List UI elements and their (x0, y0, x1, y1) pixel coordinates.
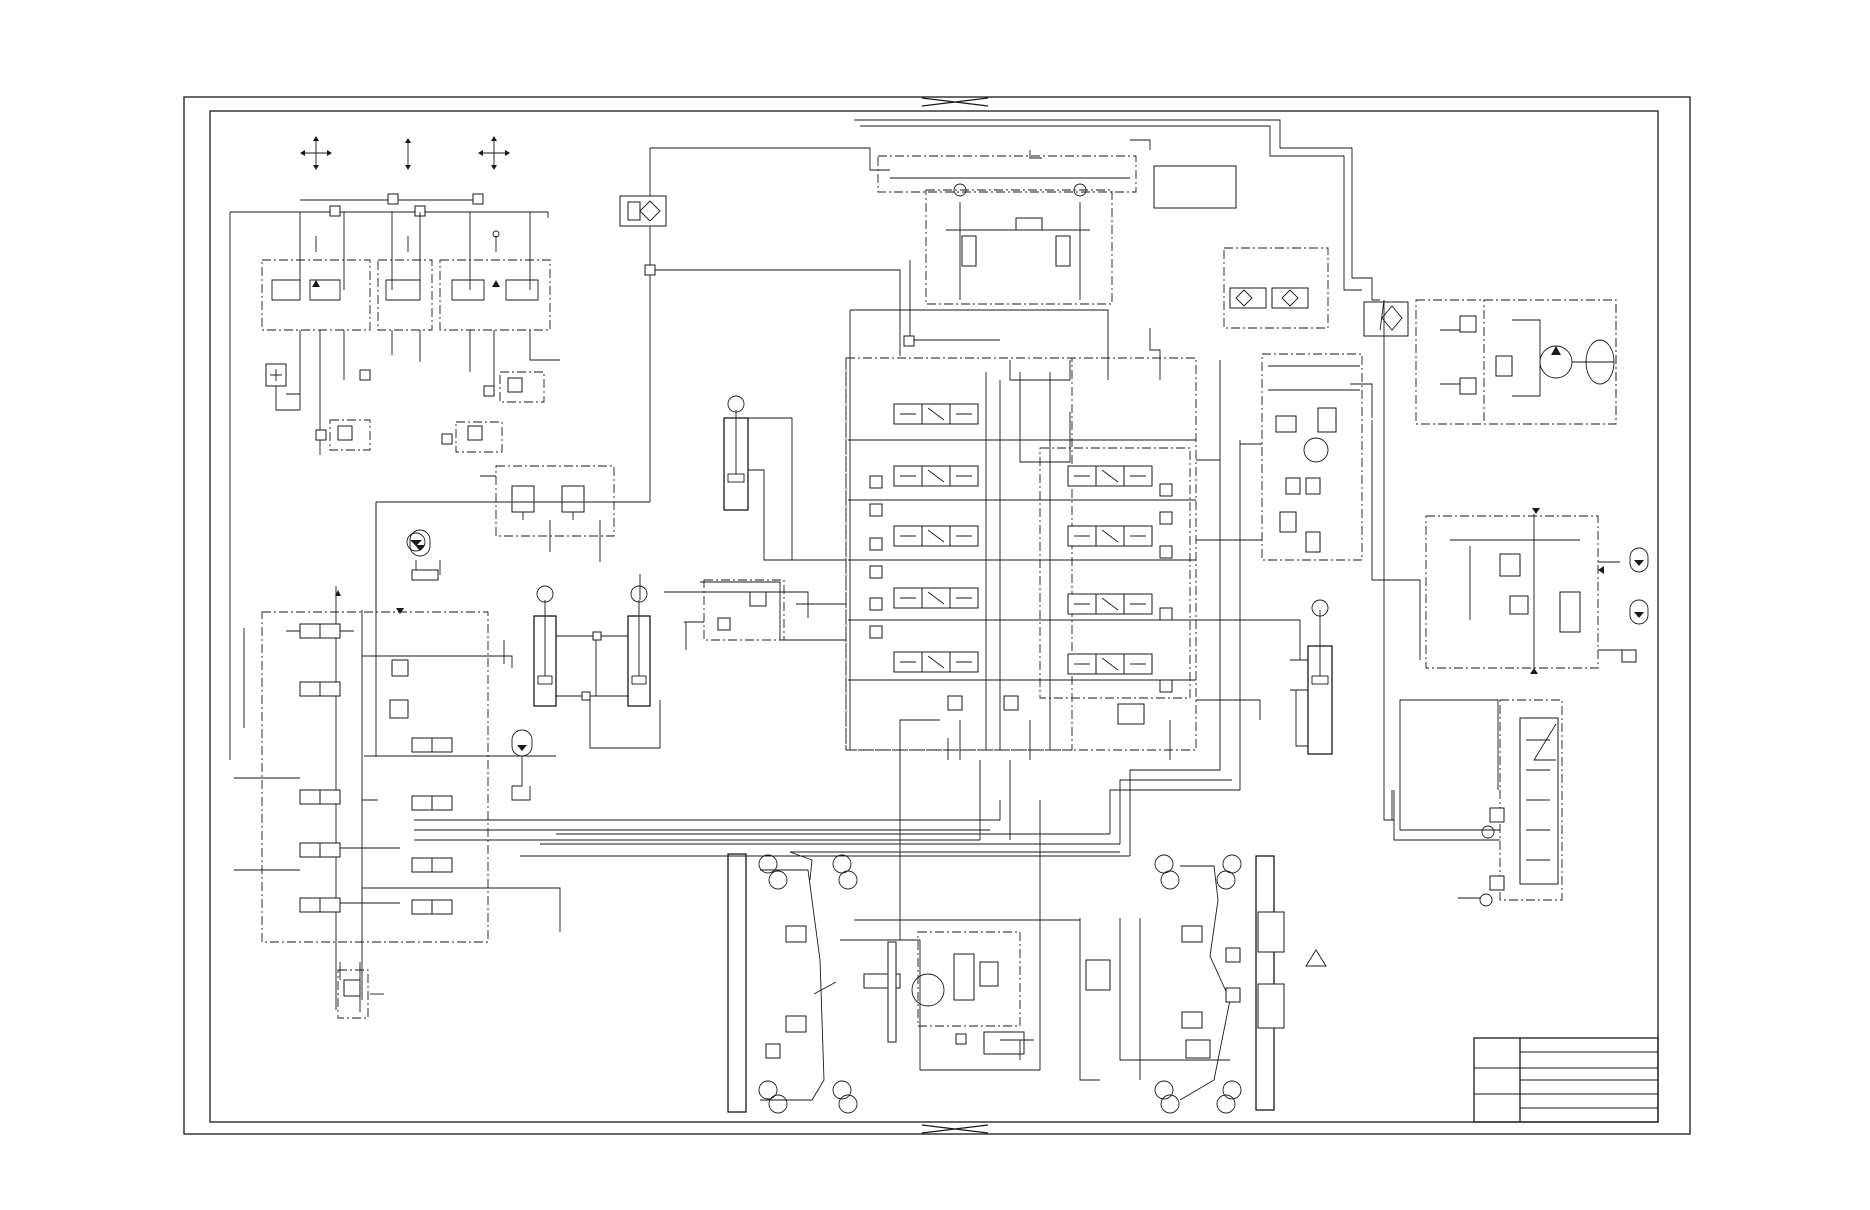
relief-valve-pair (480, 465, 615, 562)
accumulator-icon (409, 529, 1649, 801)
solenoid-valve-6 (411, 737, 453, 753)
main-control-valve-block (845, 357, 1197, 760)
solenoid-valve-7 (411, 795, 453, 811)
solenoid-valve-2 (299, 681, 341, 697)
steering-wheel-icon (1572, 339, 1615, 385)
warning-triangle-icon (1305, 949, 1327, 967)
wheel-group-rear (1154, 854, 1242, 1114)
rear-axle-assembly (1079, 854, 1285, 1114)
solenoid-valve-bank (234, 148, 651, 1019)
solenoid-valve-8 (411, 857, 453, 873)
outer-border (183, 96, 1691, 1135)
directional-valve-icon (893, 403, 1153, 675)
solenoid-valve-1 (286, 623, 354, 639)
inner-border (209, 110, 1659, 1123)
pipe-routing (364, 264, 1500, 1060)
pump-icon (1539, 345, 1573, 379)
centering-mark-icon (921, 97, 989, 1134)
pilot-joystick-group (229, 136, 560, 760)
solenoid-valve-5 (299, 897, 341, 913)
solenoid-valve-3 (299, 789, 341, 805)
parking-brake-panel (1391, 699, 1563, 907)
title-block (1473, 1037, 1659, 1123)
accumulator-charge-panel (1425, 508, 1637, 674)
solenoid-valve-4 (299, 842, 341, 858)
wheel-group-front-left (758, 854, 858, 1114)
brake-valve-group (1240, 353, 1373, 561)
front-axle-assembly (727, 800, 1080, 1114)
solenoid-valve-9 (411, 899, 453, 915)
hydraulic-cylinder-icon (533, 395, 1333, 755)
steering-unit (1415, 299, 1617, 425)
filter-icon (619, 195, 1409, 337)
pump-relief-assembly (650, 119, 1380, 750)
